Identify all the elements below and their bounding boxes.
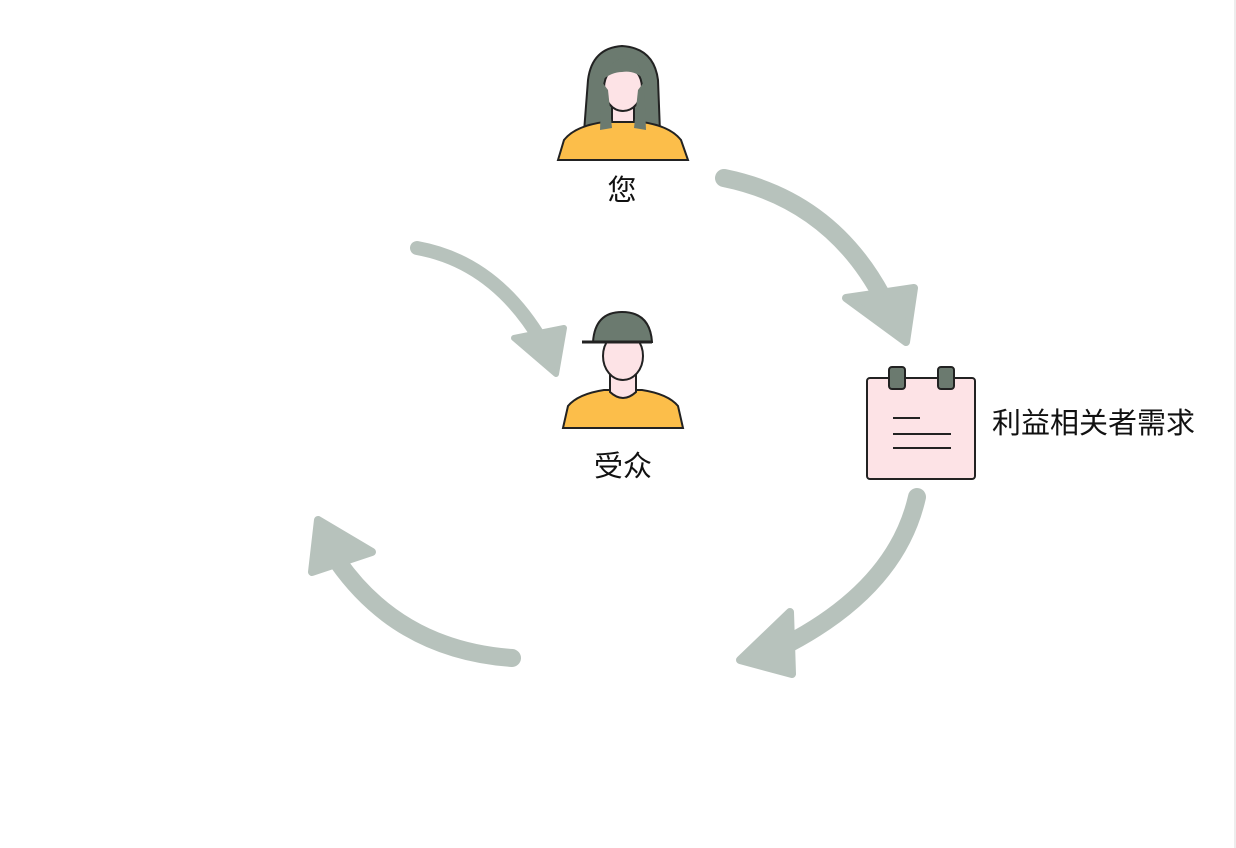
audience-label: 受众	[593, 449, 653, 483]
arrow-needs-to-bottom	[736, 488, 926, 678]
person-with-cap-icon	[561, 310, 685, 429]
notepad-icon	[866, 366, 976, 480]
woman-person-icon	[556, 44, 690, 161]
arrow-to-audience	[410, 241, 567, 377]
arrow-you-to-needs	[715, 169, 918, 346]
arrows	[308, 169, 926, 678]
arrow-bottom-to-left	[308, 516, 521, 667]
you-label: 您	[607, 173, 637, 207]
stakeholder-needs-label: 利益相关者需求	[992, 406, 1196, 440]
right-edge-divider	[1234, 0, 1236, 848]
